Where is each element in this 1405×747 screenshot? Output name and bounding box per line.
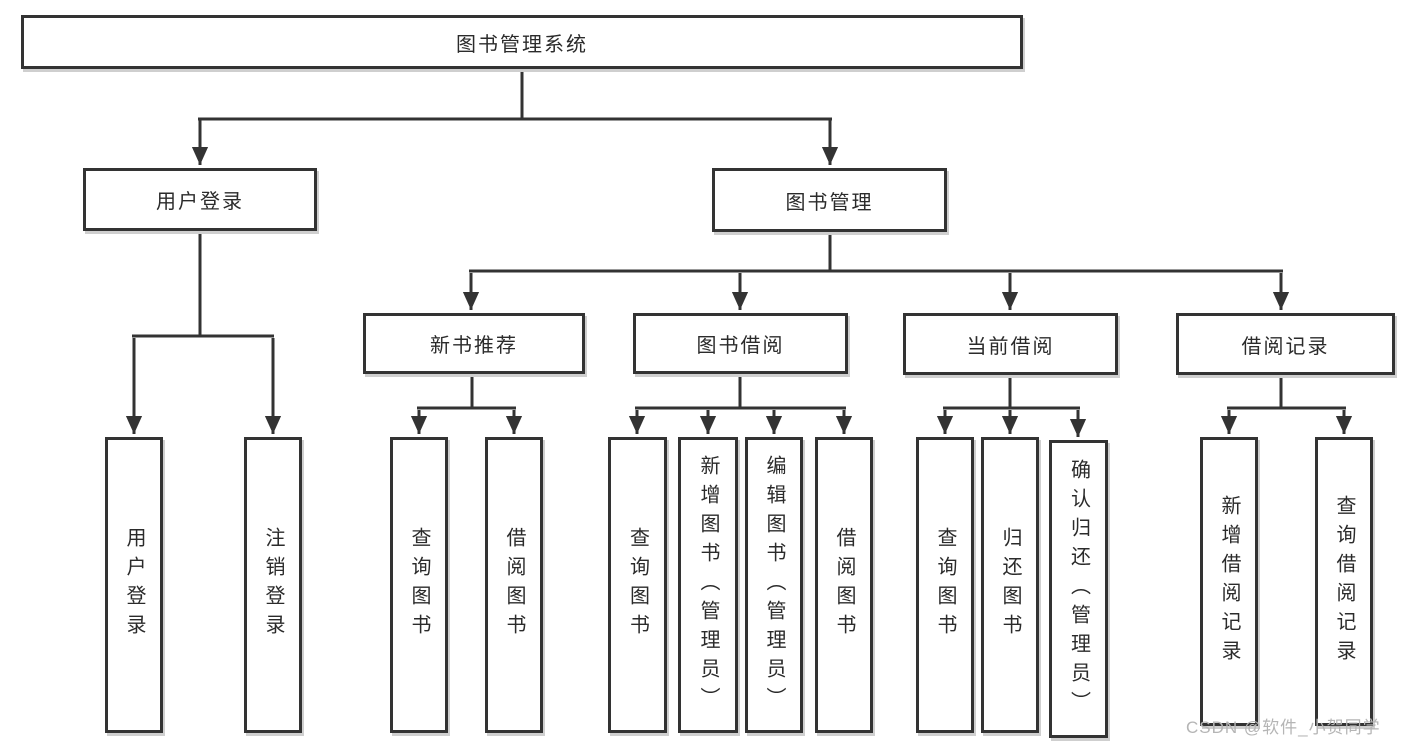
node-label: 注销登录: [262, 527, 284, 643]
leaf-borrow-add-books-admin: 新增图书（管理员）: [678, 437, 738, 733]
node-label: 当前借阅: [966, 335, 1055, 358]
leaf-logout: 注销登录: [244, 437, 302, 733]
node-label: 新书推荐: [430, 335, 518, 357]
node-label: 借阅记录: [1241, 335, 1330, 358]
node-label: 图书借阅: [696, 335, 785, 357]
node-label: 归还图书: [999, 527, 1021, 643]
node-label: 用户登录: [123, 527, 145, 643]
node-label: 编辑图书（管理员）: [763, 454, 785, 716]
node-label: 查询图书: [934, 527, 956, 643]
node-label: 查询图书: [626, 527, 649, 643]
node-label: 借阅图书: [833, 527, 855, 643]
node-borrowing-records: 借阅记录: [1176, 313, 1395, 375]
node-label: 确认归还（管理员）: [1067, 458, 1090, 720]
leaf-record-query-borrow-record: 查询借阅记录: [1315, 437, 1373, 726]
node-label: 新增图书（管理员）: [697, 454, 719, 716]
leaf-borrow-query-books: 查询图书: [608, 437, 667, 733]
leaf-current-return-books: 归还图书: [981, 437, 1039, 733]
node-label: 图书管理系统: [456, 33, 588, 56]
node-book-borrowing: 图书借阅: [633, 313, 848, 374]
node-label: 查询借阅记录: [1333, 494, 1355, 669]
node-label: 图书管理: [785, 191, 874, 214]
node-current-borrowing: 当前借阅: [903, 313, 1118, 375]
leaf-user-login: 用户登录: [105, 437, 163, 733]
leaf-current-confirm-return-admin: 确认归还（管理员）: [1049, 440, 1108, 738]
csdn-watermark: CSDN @软件_小贺同学: [1186, 718, 1381, 737]
node-label: 借阅图书: [503, 527, 525, 643]
node-label: 查询图书: [408, 527, 430, 643]
node-book-management: 图书管理: [712, 168, 947, 232]
node-new-book-recommend: 新书推荐: [363, 313, 585, 374]
leaf-newbook-borrow-books: 借阅图书: [485, 437, 543, 733]
leaf-newbook-query-books: 查询图书: [390, 437, 448, 733]
leaf-record-add-borrow-record: 新增借阅记录: [1200, 437, 1258, 726]
node-user-login: 用户登录: [83, 168, 317, 231]
leaf-current-query-books: 查询图书: [916, 437, 974, 733]
node-label: 新增借阅记录: [1218, 494, 1240, 669]
node-library-system: 图书管理系统: [21, 15, 1023, 69]
leaf-borrow-edit-books-admin: 编辑图书（管理员）: [745, 437, 803, 733]
node-label: 用户登录: [156, 191, 244, 213]
leaf-borrow-borrow-books: 借阅图书: [815, 437, 873, 733]
